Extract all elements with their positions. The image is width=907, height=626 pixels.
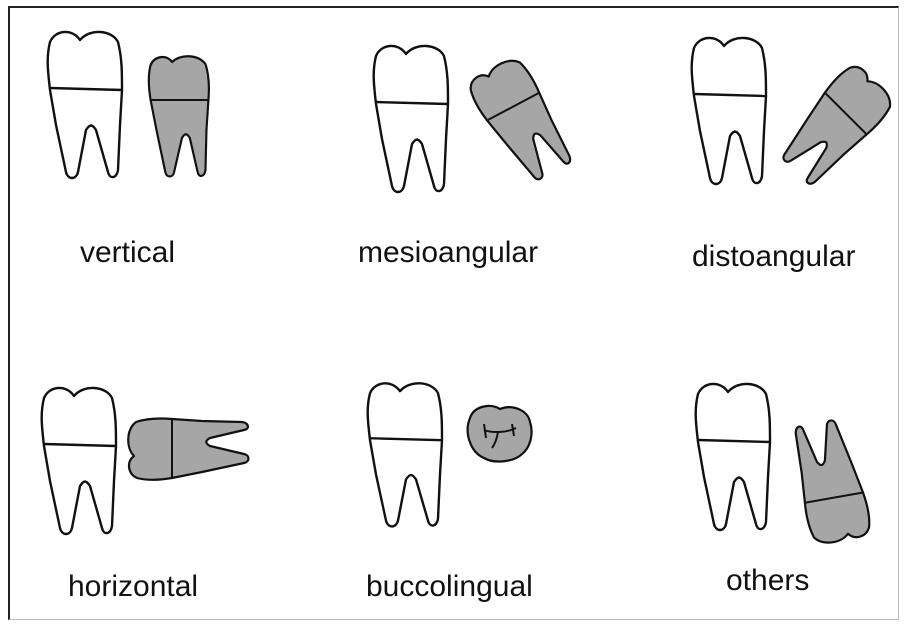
mesioangular-panel [374, 46, 576, 192]
buccolingual-panel [368, 383, 532, 526]
distoangular-impacted-molar-icon [769, 60, 897, 188]
mesioangular-impacted-molar-icon [465, 54, 576, 189]
normal-molar-icon [368, 383, 442, 526]
vertical-label: vertical [80, 238, 175, 268]
distoangular-panel [692, 38, 898, 189]
normal-molar-icon [692, 38, 766, 184]
horizontal-impacted-molar-icon [128, 418, 248, 479]
normal-molar-icon [374, 46, 448, 192]
normal-molar-icon [42, 388, 116, 534]
inverted-impacted-molar-icon [791, 417, 872, 546]
others-panel [696, 384, 873, 546]
horizontal-label: horizontal [68, 572, 198, 602]
occlusal-view-molar-icon [468, 406, 532, 461]
normal-molar-icon [48, 32, 122, 178]
horizontal-panel [42, 388, 249, 534]
normal-molar-icon [696, 384, 770, 530]
others-label: others [726, 566, 809, 596]
mesioangular-label: mesioangular [358, 238, 538, 268]
distoangular-label: distoangular [692, 242, 855, 272]
vertical-impacted-molar-icon [149, 56, 209, 176]
buccolingual-label: buccolingual [366, 572, 533, 602]
vertical-panel [48, 32, 209, 178]
